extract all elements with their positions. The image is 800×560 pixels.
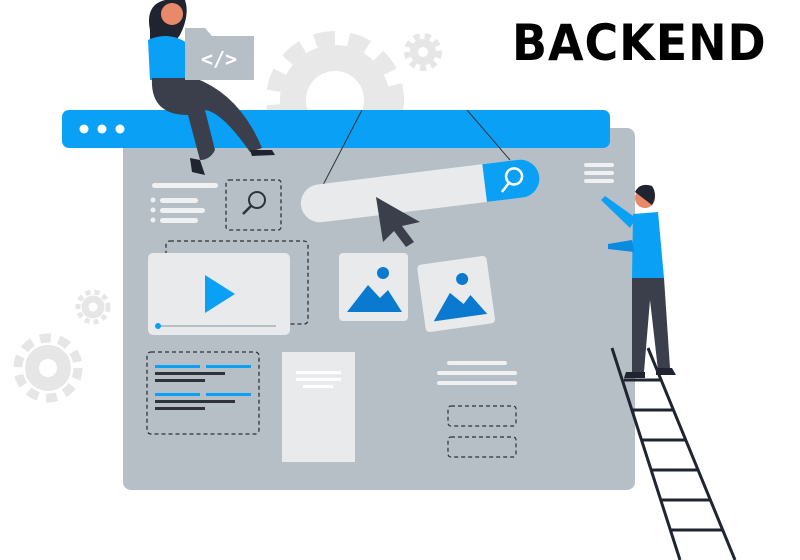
document-card [282,352,355,462]
magnifier-icon[interactable] [242,191,266,215]
small-gear-icon [404,33,442,71]
search-bar[interactable] [299,158,542,225]
form-field[interactable] [447,405,517,427]
woman-with-laptop: </> [148,0,275,175]
form-field[interactable] [447,436,517,458]
image-placeholder-icon [417,255,496,333]
video-progress-bar[interactable] [156,325,276,327]
play-icon[interactable] [205,275,235,313]
laptop: </> [185,28,254,80]
bullet-list [150,197,205,223]
code-symbol: </> [201,47,237,71]
page-title: BACKEND [512,14,767,72]
man-on-ladder [601,184,676,378]
window-dot[interactable] [115,124,125,134]
menu-icon[interactable] [584,163,614,183]
ladder [610,347,737,560]
browser-title-bar [62,110,610,148]
search-icon[interactable] [499,167,524,193]
cursor-arrow-icon [376,197,420,247]
window-dot[interactable] [79,124,89,134]
tiny-gear-icon [75,289,111,325]
window-dot[interactable] [97,124,107,134]
text-line [152,183,218,188]
code-block [146,351,260,435]
image-placeholder-icon [339,253,408,321]
video-player[interactable] [148,253,290,335]
text-lines [437,361,517,385]
left-gear-icon [13,333,83,403]
